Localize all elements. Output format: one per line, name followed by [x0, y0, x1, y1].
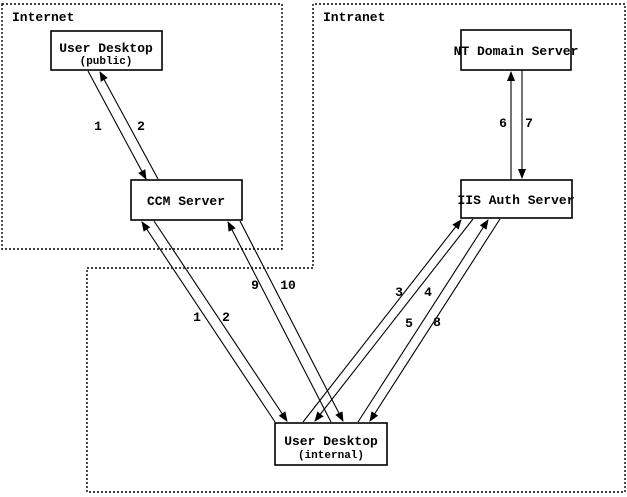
flow-label-8: 8: [433, 315, 441, 330]
flow-label-3: 3: [395, 285, 403, 300]
user-desktop-internal-title: User Desktop: [284, 434, 378, 449]
arrow-10-ccm-to-internal-desktop: [239, 220, 344, 422]
flow-label-9: 9: [251, 278, 259, 293]
user-desktop-internal-box: [274, 422, 388, 466]
user-desktop-public-box: [50, 30, 163, 71]
arrow-4-iis-to-internal-desktop: [314, 218, 474, 422]
nt-domain-server-box: [460, 29, 572, 71]
arrow-2-ccm-to-internal-desktop: [153, 220, 288, 422]
flow-label-7: 7: [525, 116, 533, 131]
user-desktop-internal-subtitle: (internal): [298, 450, 364, 462]
iis-auth-server-box: [460, 179, 573, 219]
internet-region-label: Internet: [12, 10, 74, 25]
ccm-server-box: [130, 179, 243, 221]
nt-domain-server-title: NT Domain Server: [454, 44, 579, 59]
flow-label-1-public: 1: [94, 119, 102, 134]
arrow-3-internal-desktop-to-iis: [302, 219, 462, 423]
flow-label-6: 6: [499, 116, 507, 131]
ccm-server-title: CCM Server: [147, 194, 225, 209]
arrow-5-internal-desktop-to-iis: [357, 219, 489, 423]
flow-label-5: 5: [405, 316, 413, 331]
flow-label-4: 4: [424, 285, 432, 300]
flow-label-10: 10: [280, 278, 296, 293]
user-desktop-public-title: User Desktop: [59, 41, 153, 56]
arrow-2-ccm-to-public-desktop: [99, 71, 159, 180]
user-desktop-public-subtitle: (public): [80, 56, 133, 68]
intranet-region-border: [86, 3, 626, 493]
arrow-1-public-desktop-to-ccm: [87, 70, 147, 180]
internet-region-border: [1, 3, 283, 250]
intranet-region-label: Intranet: [323, 10, 385, 25]
arrow-1-internal-desktop-to-ccm: [141, 221, 276, 423]
flow-label-1-internal: 1: [193, 310, 201, 325]
arrow-8-iis-to-internal-desktop: [369, 218, 501, 422]
flow-label-2-public: 2: [137, 119, 145, 134]
arrow-9-internal-desktop-to-ccm: [227, 221, 332, 423]
iis-auth-server-title: IIS Auth Server: [457, 193, 574, 208]
flow-label-2-internal: 2: [222, 310, 230, 325]
